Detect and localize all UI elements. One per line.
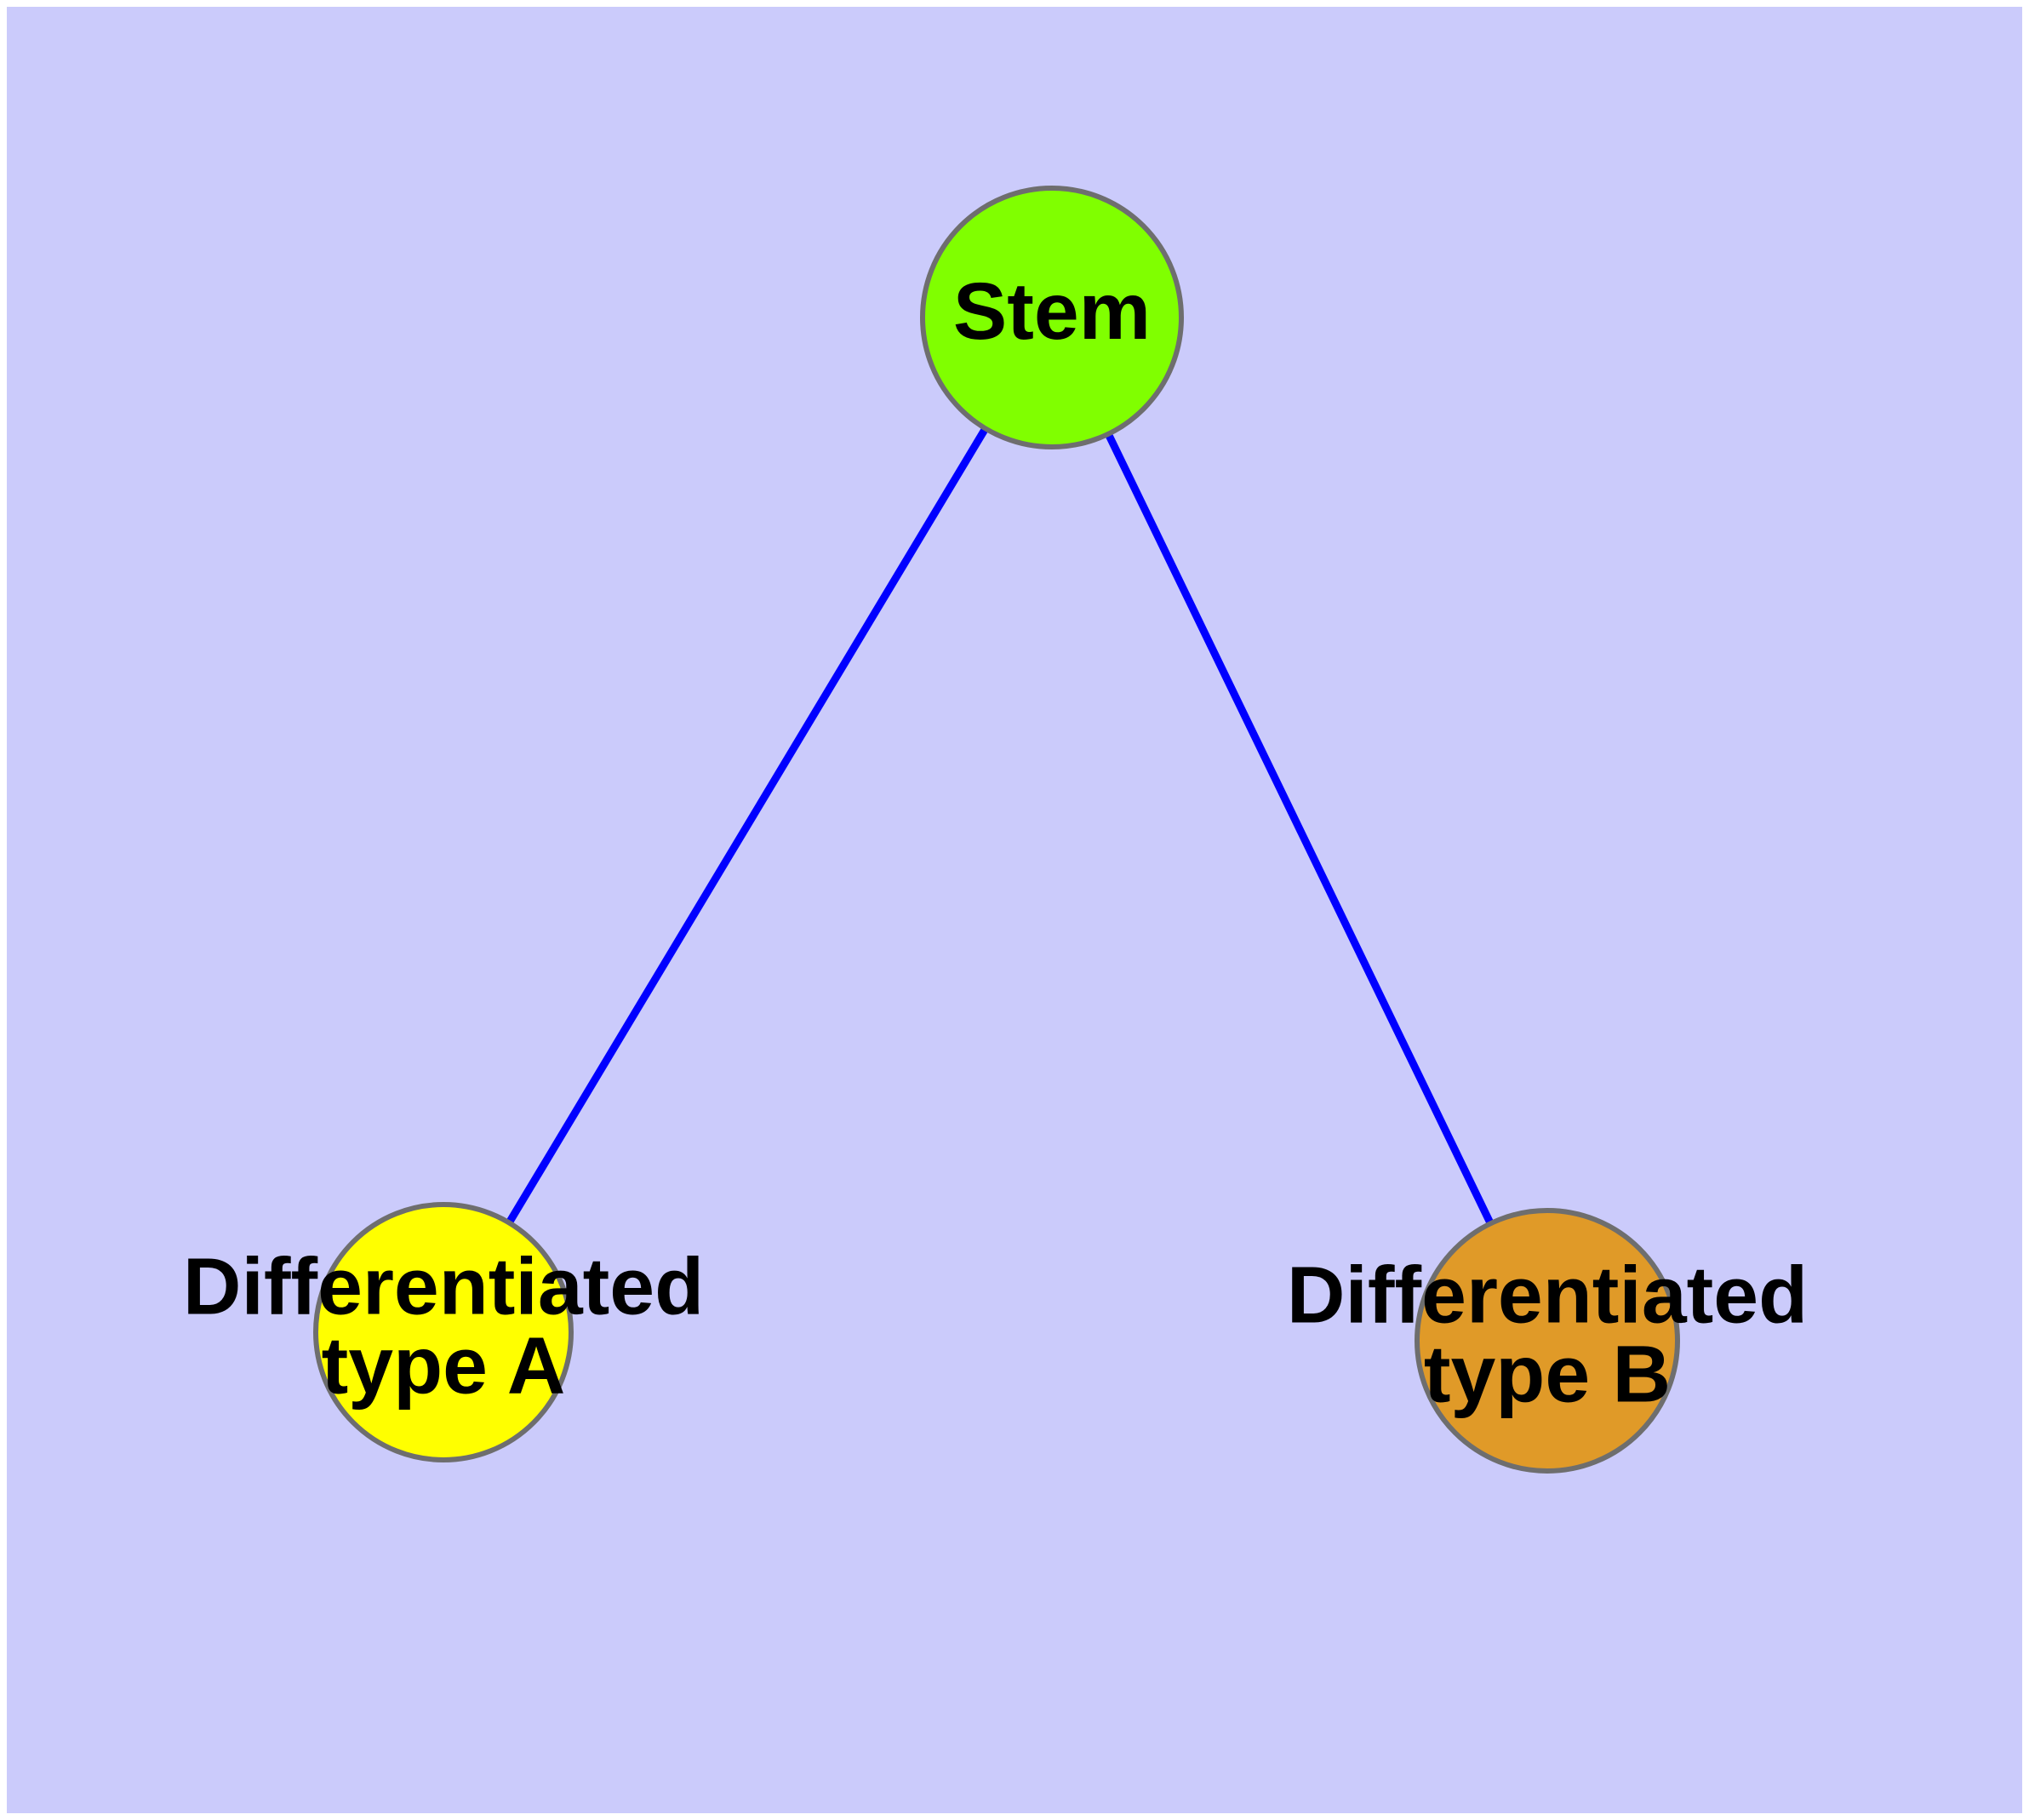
node-stem-circle[interactable] [920,186,1184,449]
node-diff-b-circle[interactable] [1415,1208,1680,1474]
edge-stem-diff-a[interactable] [440,315,1055,1335]
node-stem[interactable]: Stem [920,186,1184,449]
node-diff-a-circle[interactable] [313,1202,574,1462]
node-stem-label: Stem [953,266,1151,357]
edge-stem-diff-b[interactable] [1048,316,1552,1342]
edge-layer [440,315,1552,1342]
